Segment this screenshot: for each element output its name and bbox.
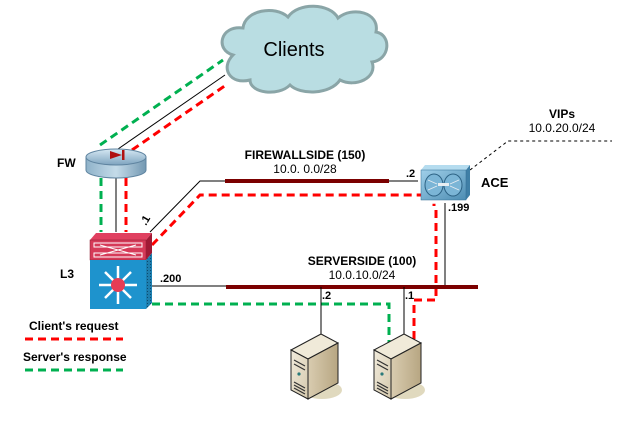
ace-label: ACE	[481, 175, 509, 190]
vips-subnet: 10.0.20.0/24	[529, 121, 596, 135]
server-2-icon[interactable]	[372, 333, 425, 400]
clients-label: Clients	[263, 39, 324, 61]
l3-firewallside-ip: .1	[138, 214, 153, 228]
legend-response-label: Server's response	[23, 350, 127, 364]
firewall-label: FW	[57, 156, 76, 170]
clients-cloud-icon	[220, 4, 389, 94]
server-1-icon[interactable]	[289, 333, 342, 400]
request-path-l3-ace	[150, 193, 436, 247]
server1-ip: .2	[322, 290, 331, 302]
ace-module-icon[interactable]	[420, 165, 470, 201]
server2-ip: .1	[405, 290, 414, 302]
serverside-subnet: 10.0.10.0/24	[329, 268, 396, 282]
link-cloud-fw	[117, 74, 226, 150]
serverside-name: SERVERSIDE (100)	[308, 254, 417, 268]
l3-switch-icon[interactable]	[89, 233, 152, 309]
vips-link	[469, 140, 612, 171]
l3-serverside-ip: .200	[160, 273, 181, 285]
legend-request-label: Client's request	[29, 319, 119, 333]
response-path-cloud-fw	[99, 58, 224, 147]
request-path-ace-server	[412, 210, 438, 342]
response-path-server-l3	[152, 302, 391, 345]
firewallside-name: FIREWALLSIDE (150)	[245, 148, 366, 162]
vips-title: VIPs	[549, 107, 575, 121]
firewall-icon[interactable]	[85, 148, 147, 179]
request-path-cloud-fw	[131, 83, 227, 152]
l3-label: L3	[60, 267, 74, 281]
ace-serverside-ip: .199	[448, 202, 469, 214]
ace-firewallside-ip: .2	[406, 168, 415, 180]
firewallside-subnet: 10.0. 0.0/28	[273, 162, 337, 176]
